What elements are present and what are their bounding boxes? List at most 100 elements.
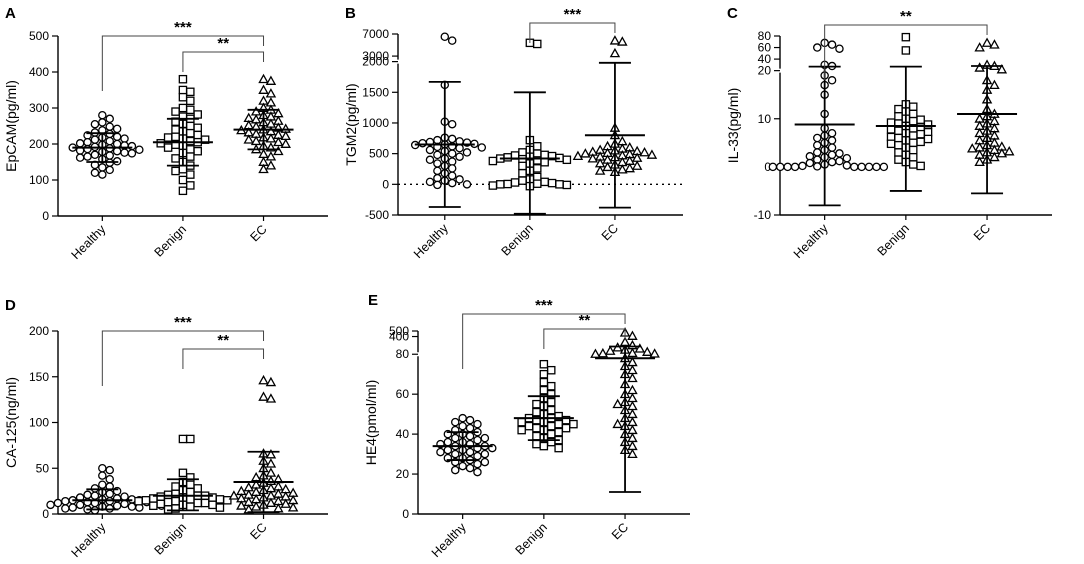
data-point: [120, 148, 129, 157]
data-point: [480, 449, 490, 459]
data-point: [458, 461, 467, 471]
data-point: [250, 501, 262, 511]
data-point: [974, 42, 985, 52]
data-point: [646, 149, 658, 159]
x-category-label: EC: [247, 520, 269, 542]
data-point: [90, 150, 100, 160]
data-point: [465, 423, 475, 433]
data-point: [923, 120, 933, 129]
data-point: [163, 505, 173, 514]
data-point: [805, 158, 815, 168]
data-point: [447, 119, 457, 129]
data-point: [171, 496, 180, 506]
x-category-label: EC: [247, 222, 269, 244]
data-point: [783, 162, 792, 172]
data-point: [112, 132, 122, 142]
data-point: [105, 122, 114, 131]
significance-stars: ***: [174, 19, 192, 36]
data-point: [61, 504, 70, 513]
data-point: [112, 124, 122, 134]
data-point: [909, 138, 918, 148]
data-point: [473, 467, 482, 477]
x-category-label: EC: [599, 221, 621, 243]
data-point: [465, 431, 475, 441]
data-point: [909, 145, 918, 155]
data-point: [127, 141, 137, 151]
x-category-label: Benign: [152, 520, 189, 557]
data-point: [547, 178, 557, 188]
data-point: [602, 161, 613, 172]
y-tick-label: 80: [396, 347, 410, 361]
data-point: [827, 143, 837, 152]
data-point: [105, 114, 114, 124]
data-point: [532, 423, 541, 433]
data-point: [473, 419, 482, 429]
data-point: [827, 157, 837, 167]
data-point: [258, 374, 269, 385]
significance-bracket: [182, 348, 265, 369]
data-point: [532, 407, 541, 417]
data-point: [539, 377, 549, 387]
data-point: [120, 499, 129, 509]
significance-stars: **: [217, 35, 229, 52]
data-point: [518, 169, 527, 178]
data-point: [465, 447, 475, 457]
data-point: [433, 159, 442, 168]
data-point: [265, 458, 277, 468]
data-point: [503, 179, 512, 189]
data-point: [827, 40, 837, 49]
data-point: [569, 419, 578, 429]
data-point: [265, 160, 277, 170]
data-point: [186, 136, 195, 146]
y-axis-label: TGM2(pg/ml): [343, 83, 359, 165]
y-tick-label: 1000: [362, 116, 389, 130]
data-point: [835, 156, 844, 166]
y-tick-label: 0: [42, 507, 49, 521]
data-point: [886, 139, 896, 149]
data-point: [75, 500, 85, 510]
y-tick-label: 100: [29, 416, 49, 430]
data-point: [488, 181, 498, 190]
data-point: [827, 76, 837, 85]
significance-stars: ***: [535, 297, 553, 314]
significance-bracket: [462, 313, 626, 369]
data-point: [894, 133, 903, 143]
data-point: [533, 39, 542, 49]
data-point: [624, 162, 635, 173]
series-ec: [590, 327, 660, 493]
data-point: [186, 152, 195, 161]
data-point: [894, 155, 903, 164]
data-point: [539, 441, 549, 451]
data-point: [98, 118, 107, 127]
data-point: [605, 345, 616, 355]
y-tick-label: 80: [758, 29, 772, 43]
series-healthy: [68, 110, 144, 179]
data-point: [539, 385, 549, 395]
y-tick-label: 400: [389, 330, 409, 344]
significance-stars: ***: [564, 6, 582, 23]
data-point: [287, 502, 299, 512]
data-point: [141, 496, 151, 505]
series-ec: [957, 37, 1018, 195]
data-point: [562, 155, 572, 165]
data-point: [974, 156, 985, 167]
data-point: [433, 180, 442, 190]
data-point: [447, 149, 457, 158]
panel-letter: A: [5, 5, 16, 22]
data-point: [540, 177, 549, 187]
data-point: [280, 498, 291, 508]
series-benign: [152, 74, 213, 196]
y-tick-label: 500: [369, 147, 389, 161]
y-tick-label: 40: [758, 52, 772, 66]
data-point: [524, 421, 534, 431]
y-tick-label: 20: [758, 64, 772, 78]
data-point: [503, 153, 512, 162]
data-point: [894, 104, 903, 114]
data-point: [609, 35, 621, 45]
data-point: [587, 153, 598, 163]
data-point: [447, 134, 457, 144]
data-point: [75, 153, 85, 162]
data-point: [171, 107, 180, 116]
